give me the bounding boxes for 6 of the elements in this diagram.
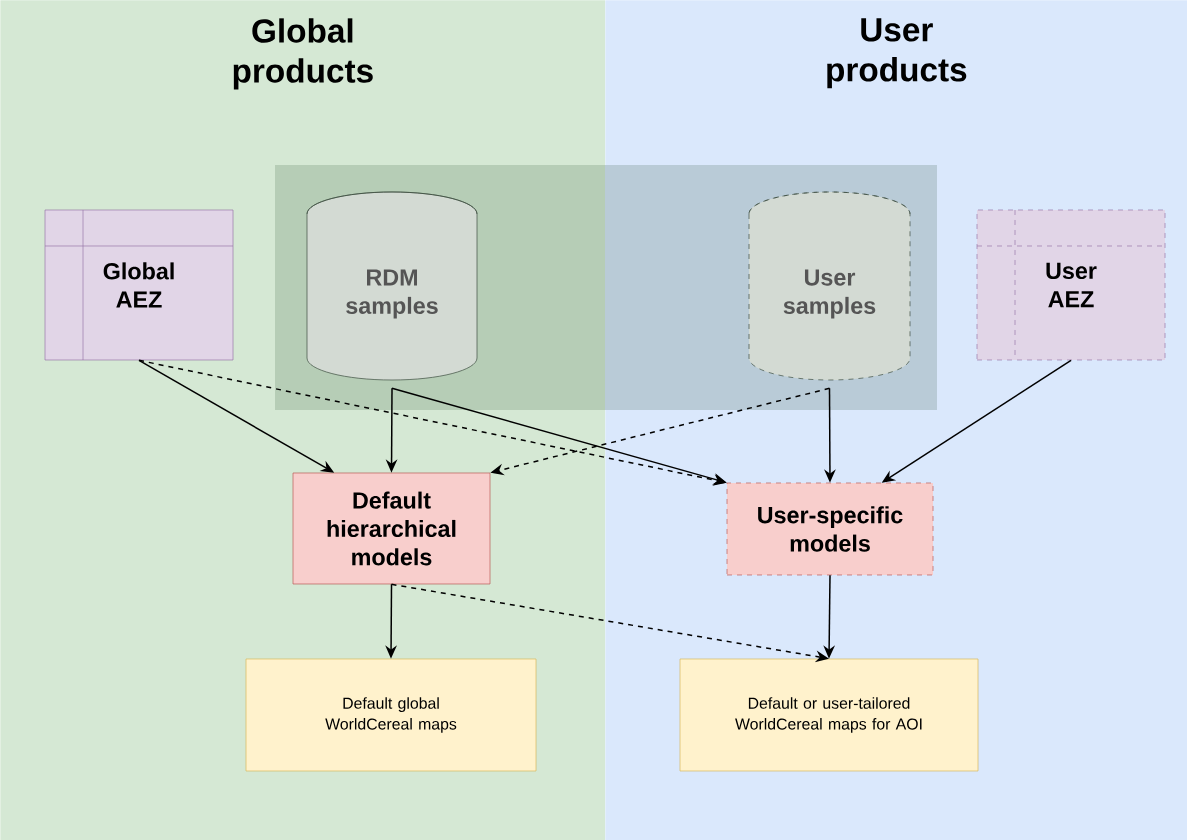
process-box: User-specific models — [726, 482, 934, 576]
database-cylinder: RDM samples — [306, 191, 478, 381]
process-box: Default hierarchical models — [292, 472, 491, 585]
process-box: Default or user-tailored WorldCereal maps for AOI — [679, 658, 979, 772]
process-box: Default global WorldCereal maps — [245, 658, 537, 772]
database-cylinder: User samples — [748, 191, 911, 381]
